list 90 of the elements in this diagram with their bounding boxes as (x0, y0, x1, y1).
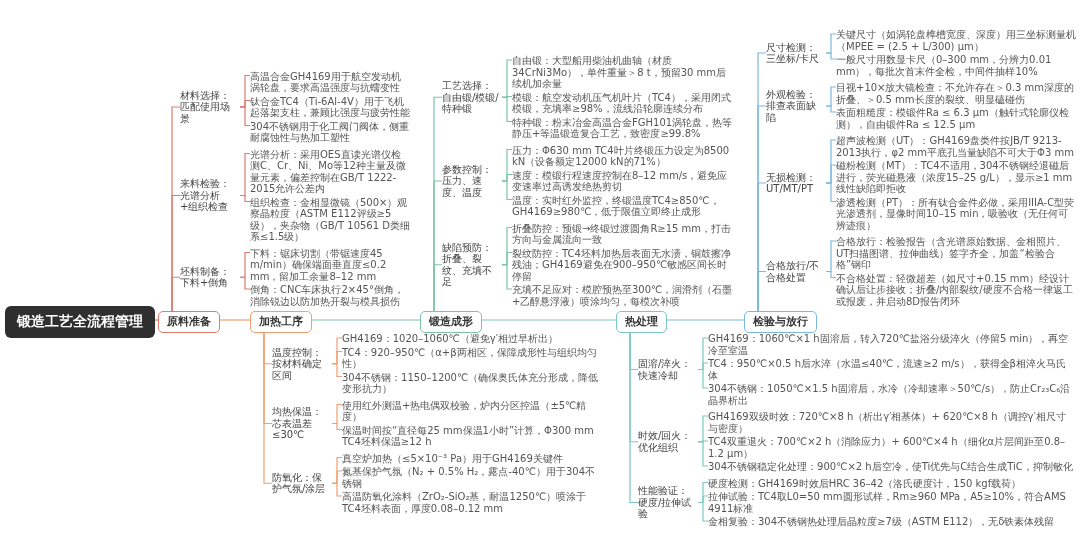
connector-line (825, 105, 837, 113)
detail-text: TC4双重退火：700℃×2 h（消除应力）+ 600℃×4 h（细化α片层间距至0.8–1.2 μm） (708, 436, 1074, 459)
detail-text: 自由锻：大型船用柴油机曲轴（材质34CrNi3Mo），单件重量＞8 t，预留30 mm后续机加余量 (512, 55, 734, 90)
stage-box: 加热工序 (250, 311, 312, 333)
connector-line (331, 422, 343, 431)
detail-text: 温度：实时红外监控，终锻温度TC4≥850℃，GH4169≥980℃，低于限值立即终止成形 (512, 194, 734, 218)
detail-text: 拉伸试验：TC4取L0=50 mm圆形试样，Rm≥960 MPa，A5≥10%，符合AMS 4911标准 (708, 491, 1074, 514)
connector-line (239, 106, 251, 127)
central-topic-box: 锻造工艺全流程管理 (5, 306, 155, 338)
connector-line (697, 368, 709, 389)
connector-line (666, 319, 745, 321)
detail-text: 氮基保护气氛（N₂ + 0.5% H₂，露点-40℃）用于304不锈钢 (342, 466, 604, 489)
detail-text: 304不锈钢：1150–1200℃（确保奥氏体充分形成，降低变形抗力） (342, 371, 604, 395)
connector-line (331, 482, 343, 497)
detail-text: TC4：950℃×0.5 h后水淬（水温≤40℃，流速≥2 m/s），获得全β相淬火马氏体 (708, 358, 1074, 381)
topic-label: 缺陷预防：折叠、裂纹、充填不足 (442, 241, 500, 288)
connector-line (501, 180, 513, 201)
topic-label: 固溶/淬火：快速冷却 (638, 358, 696, 381)
connector-line (239, 276, 251, 290)
connector-line (481, 319, 617, 321)
connector-line (697, 501, 709, 522)
detail-text: 304不锈钢稳定化处理：900℃×2 h后空冷，使Ti优先与C结合生成TiC，抑制敏化 (708, 461, 1074, 473)
connector-line (501, 264, 513, 290)
detail-text: 304不锈钢：1050℃×1.5 h固溶后，水冷（冷却速率＞50℃/s），防止Cr₂₃C₆沿晶界析出 (708, 383, 1074, 406)
connector-line (311, 319, 421, 321)
detail-text: 使用红外测温+热电偶双校验，炉内分区控温（±5℃精度） (342, 399, 604, 423)
detail-text: 组织检查：金相显微镜（500×）观察晶粒度（ASTM E112评级≥5级），夹杂物（GB/T 10561 D类细系≤1.5级） (250, 196, 410, 243)
detail-text: 折叠防控：预锻→终锻过渡圆角R≥15 mm，打击方向与金属流向一致 (512, 222, 734, 246)
connector-line (825, 52, 837, 60)
stage-box: 热处理 (616, 311, 667, 333)
detail-text: 磁粉检测（MT）：TC4不适用，304不锈钢经退磁后进行，荧光磁悬液（浓度15–25 g/L），显示≥1 mm线性缺陷即拒收 (836, 160, 1076, 195)
topic-label: 尺寸检测：三坐标/卡尺 (766, 41, 824, 65)
topic-label: 防氧化：保护气氛/涂层 (272, 471, 330, 495)
detail-text: 不合格处置：轻微超差（如尺寸+0.15 mm）经设计确认后让步接收；折叠/内部裂纹/硬度不合格一律返工或报废，并启动8D报告闭环 (836, 272, 1076, 307)
detail-text: 目视+10×放大镜检查：不允许存在＞0.3 mm深度的折叠、＞0.5 mm长度的裂纹、明显磕碰伤 (836, 82, 1076, 105)
detail-text: 特种锻：粉末冶金高温合金FGH101涡轮盘，热等静压+等温锻造复合工艺，致密度≥99.8% (512, 116, 734, 140)
topic-label: 材料选择：匹配使用场景 (180, 89, 238, 125)
detail-text: 光谱分析：采用OES直读光谱仪检测C、Cr、Ni、Mo等12种主量及微量元素，偏差控制在GB/T 1222-2015允许公差内 (250, 148, 410, 195)
detail-text: GH4169：1060℃×1 h固溶后，转入720℃盐浴分级淬火（停留5 min），再空冷至室温 (708, 333, 1074, 356)
detail-text: 裂纹防控：TC4坯料加热后表面无水渍，铜鼓擦净残油；GH4169避免在900–950℃敏感区间长时停留 (512, 247, 734, 282)
detail-text: 304不锈钢用于化工阀门阀体，侧重耐腐蚀性与热加工塑性 (250, 120, 410, 144)
connector-line (239, 194, 251, 203)
connector-line (697, 441, 709, 467)
detail-text: GH4169：1020–1060℃（避免γ′相过早析出） (342, 333, 604, 345)
detail-text: 充填不足应对：模腔预热至300℃，润滑剂（石墨+乙醇悬浮液）喷涂均匀，每模次补喷 (512, 284, 734, 307)
detail-text: 保温时间按“直径每25 mm保温1小时”计算，Φ300 mm TC4坯料保温≥12 h (342, 424, 604, 448)
connector-line (154, 319, 159, 321)
connector-line (331, 363, 343, 378)
topic-label: 无损检测：UT/MT/PT (766, 171, 824, 195)
stage-box: 原料准备 (158, 311, 220, 333)
connector-line (171, 276, 181, 312)
detail-text: 高温防氧化涂料（ZrO₂-SiO₂基，耐温1250℃）喷涂于TC4坯料表面，厚度0.08–0.12 mm (342, 491, 604, 514)
detail-text: 硬度检测：GH4169时效后HRC 36–42（洛氏硬度计，150 kgf载荷） (708, 477, 1074, 489)
stage-box: 检验与放行 (744, 311, 817, 333)
detail-text: 一般尺寸用数显卡尺（0–300 mm，分辨力0.01 mm），每批次首末件全检，中间件抽样10% (836, 54, 1076, 77)
detail-text: 表面粗糙度：模锻件Ra ≤ 6.3 μm（触针式轮廓仪检测），自由锻件Ra ≤ 12.5 μm (836, 107, 1076, 130)
connector-line (263, 332, 273, 484)
connector-line (825, 182, 837, 203)
detail-text: 钛合金TC4（Ti-6Al-4V）用于飞机起落架支柱，兼顾比强度与疲劳性能 (250, 95, 410, 119)
topic-label: 时效/回火：优化组织 (638, 430, 696, 454)
detail-text: 下料：锯床切割（带锯速度45 m/min）确保端面垂直度≤0.2 mm，留加工余量8–12 mm (250, 247, 410, 282)
detail-text: 模锻：航空发动机压气机叶片（TC4），采用闭式模锻，充填率≥98%，流线沿轮廓连续分布 (512, 91, 734, 115)
stage-box: 锻造成形 (420, 311, 482, 333)
connector-line (629, 332, 639, 504)
topic-label: 温度控制：按材料确定区间 (272, 346, 330, 381)
detail-text: 关键尺寸（如涡轮盘榫槽宽度、深度）用三坐标测量机（MPEE = (2.5 + L/300) μm） (836, 29, 1076, 52)
topic-label: 外观检验：排查表面缺陷 (766, 88, 824, 124)
connector-line (501, 96, 513, 123)
connector-line (825, 270, 837, 279)
topic-label: 合格放行/不合格处置 (766, 260, 824, 283)
detail-text: 金相复验：304不锈钢热处理后晶粒度≥7级（ASTM E112），无δ铁素体残留 (708, 516, 1074, 528)
detail-text: 速度：模锻行程速度控制在8–12 mm/s，避免应变速率过高诱发绝热剪切 (512, 169, 734, 193)
detail-text: GH4169双级时效：720℃×8 h（析出γ′相基体）+ 620℃×8 h（调控γ′相尺寸与密度） (708, 411, 1074, 434)
detail-text: 真空炉加热（≤5×10⁻³ Pa）用于GH4169关键件 (342, 452, 604, 464)
detail-text: 渗透检测（PT）：所有钛合金件必做，采用IIIA-C型荧光渗透剂，显像时间10–15 min，吸验收（无任何可辨迹痕） (836, 196, 1076, 231)
topic-label: 均热保温：芯表温差≤30℃ (272, 406, 330, 441)
detail-text: 高温合金GH4169用于航空发动机涡轮盘，要求高温强度与抗蠕变性 (250, 70, 410, 94)
connector-line (219, 319, 251, 321)
detail-text: 超声波检测（UT）：GH4169盘类件按JB/T 9213-2013执行，φ2 mm平底孔当量缺陷不可大于Φ3 mm (836, 135, 1076, 158)
detail-text: 合格放行：检验报告（含光谱原始数据、金相照片、UT扫描图谱、拉伸曲线）签字齐全，加盖“检验合格”钢印 (836, 236, 1076, 271)
topic-label: 工艺选择：自由锻/模锻/特种锻 (442, 80, 500, 115)
topic-label: 性能验证：硬度/拉伸试验 (638, 485, 696, 520)
detail-text: 压力：Φ630 mm TC4叶片终锻压力设定为8500 kN（设备额定12000 kN的71%） (512, 144, 734, 168)
connector-line (433, 264, 443, 312)
detail-text: TC4：920–950℃（α+β两相区，保障成形性与组织均匀性） (342, 346, 604, 370)
connector-line (757, 270, 767, 312)
topic-label: 坯料制备：下料+倒角 (180, 265, 238, 289)
topic-label: 来料检验：光谱分析+组织检查 (180, 178, 238, 213)
topic-label: 参数控制：压力、速度、温度 (442, 163, 500, 199)
detail-text: 倒角：CNC车床执行2×45°倒角，消除锐边以防加热开裂与模具损伤 (250, 284, 410, 307)
